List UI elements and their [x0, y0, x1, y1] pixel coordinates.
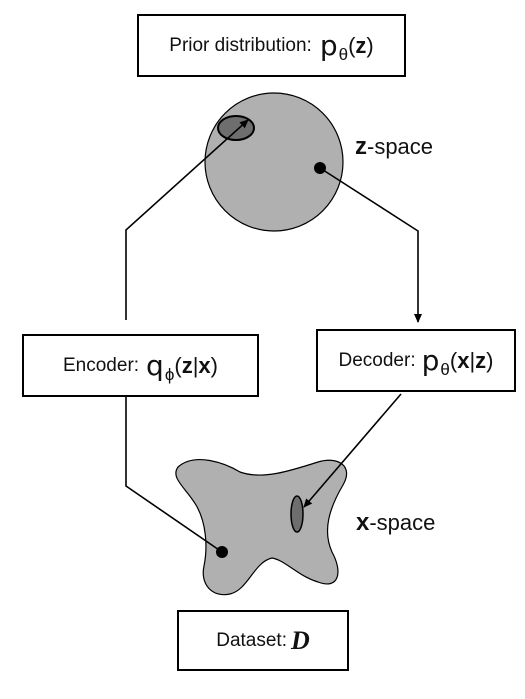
dataset-label: Dataset:	[216, 629, 287, 651]
z-space-posterior-ellipse	[217, 115, 255, 141]
encoder-subscript: ϕ	[164, 364, 175, 384]
z-to-decoder-arrow	[319, 167, 422, 323]
encoder-box: Encoder: q ϕ ( z | x )	[22, 334, 259, 397]
z-space-label: z-space	[355, 133, 434, 160]
decoder-label: Decoder:	[338, 349, 416, 371]
dataset-symbol: D	[290, 625, 310, 655]
encoder-to-z-arrow	[125, 119, 249, 320]
dataset-box: Dataset: D	[177, 610, 349, 671]
prior-distribution-label: Prior distribution:	[169, 34, 312, 56]
encoder-label: Encoder:	[63, 354, 140, 376]
prior-distribution-box: Prior distribution: p θ ( z )	[137, 14, 406, 77]
x-to-encoder-arrow	[122, 375, 223, 553]
prior-subscript: θ	[338, 44, 349, 64]
decoder-to-x-arrow	[303, 393, 402, 508]
z-space-circle	[204, 92, 344, 232]
prior-argument: z	[355, 32, 367, 58]
encoder-symbol: q	[146, 349, 164, 382]
prior-symbol: p	[319, 29, 338, 62]
decoder-symbol: p	[421, 344, 440, 377]
x-space-label: x-space	[356, 509, 436, 536]
decoder-box: Decoder: p θ ( x | z )	[316, 329, 516, 392]
x-space-likelihood-ellipse	[290, 495, 304, 533]
x-space-region	[175, 459, 348, 596]
decoder-subscript: θ	[440, 359, 450, 379]
